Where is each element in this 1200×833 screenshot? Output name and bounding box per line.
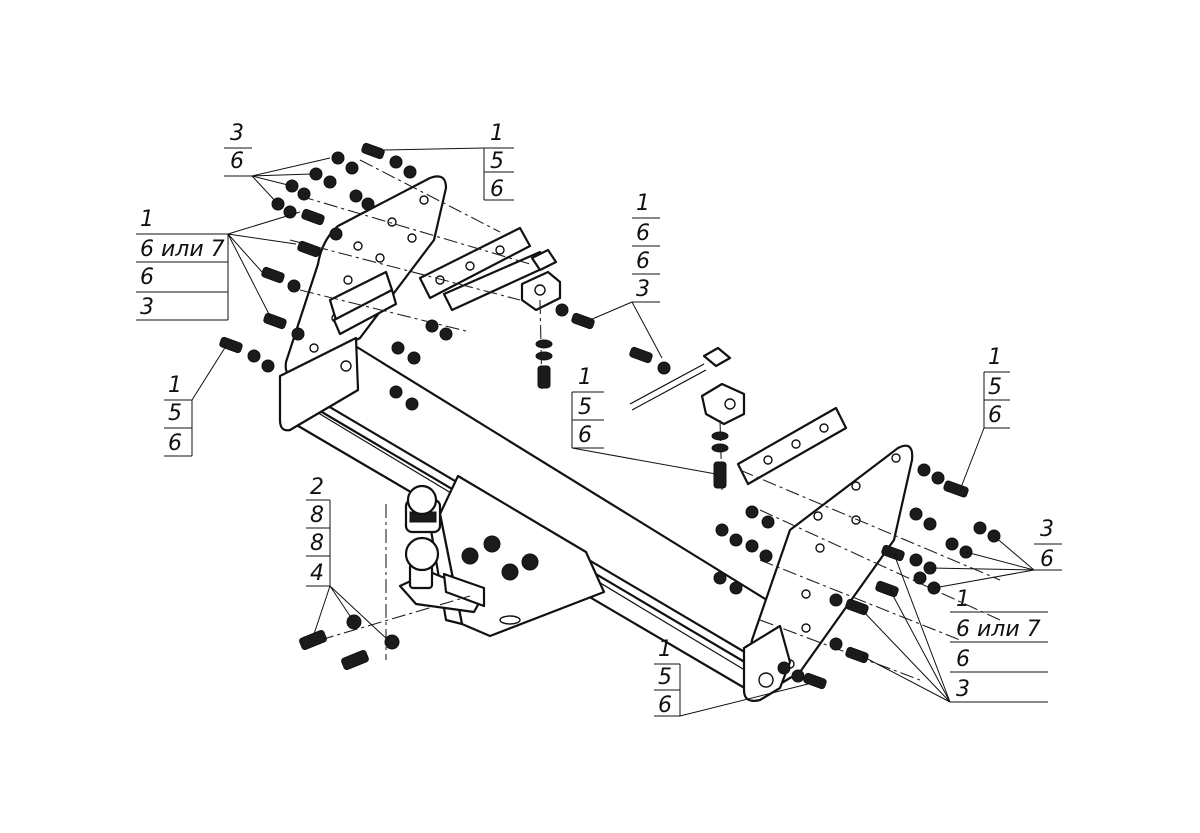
callout-left-line-1: 1 [140,207,154,232]
callout-ball-line-1: 2 [310,475,324,500]
right-clamp-holes [763,423,829,465]
callout-center-line-4: 3 [636,277,650,302]
center-right-bracket-tab [702,346,732,368]
callout-bottom-line-2: 5 [658,665,672,690]
callout-right-line-2: 5 [988,375,1002,400]
callout-ball-line-2: 8 [310,503,324,528]
callout-top-line-2: 5 [490,149,504,174]
callout-right-lower-line-2: 6 или 7 [956,617,1041,642]
leader-lines [136,147,1062,717]
callout-right-mid-line-1: 3 [1040,517,1054,542]
right-beam-end-plate [742,624,792,702]
callout-left-lower-line-3: 6 [168,431,182,456]
tow-ball [404,484,442,590]
callout-right-line-1: 1 [988,345,1002,370]
callout-center-lower-line-3: 6 [578,423,592,448]
callout-left-line-4: 3 [140,295,154,320]
hitch-plate-nuts [461,535,539,581]
callout-labels: 3 6 1 5 6 1 6 или 7 6 3 1 5 6 1 6 6 3 1 … [140,121,1054,718]
callout-right-mid-line-2: 6 [1040,547,1054,572]
assembly-axes [289,159,1001,681]
callout-ball-line-3: 8 [310,531,324,556]
callout-right-lower-line-1: 1 [956,587,970,612]
callout-left-lower-line-1: 1 [168,373,182,398]
callout-bottom-line-1: 1 [658,637,672,662]
center-left-bracket-tab [530,248,558,272]
callout-top-line-3: 6 [490,177,504,202]
callout-right-lower-line-4: 3 [956,677,970,702]
center-right-bracket [700,382,746,426]
ball-arm-plate [442,572,486,608]
callout-top-line-1: 1 [490,121,504,146]
callout-bottom-line-3: 6 [658,693,672,718]
callout-right-lower-line-3: 6 [956,647,970,672]
left-inner-bracket-flange [332,288,398,336]
callout-left-line-3: 6 [140,265,154,290]
fasteners-left-top [219,142,453,411]
wiring-harness [629,363,707,411]
callout-ball-line-4: 4 [310,561,324,586]
callout-top-left-line-2: 6 [230,149,244,174]
callout-left-line-2: 6 или 7 [140,237,225,262]
fasteners-ball-mount [299,614,400,671]
callout-center-line-1: 1 [636,191,650,216]
callout-center-lower-line-1: 1 [578,365,592,390]
callout-left-lower-line-2: 5 [168,401,182,426]
left-clamp-holes [435,245,505,285]
assembly-drawing [219,142,1001,702]
callout-center-line-3: 6 [636,249,650,274]
callout-center-line-2: 6 [636,221,650,246]
left-clamp-strip [418,226,532,300]
callout-top-left-line-1: 3 [230,121,244,146]
left-beam-end-plate [278,336,360,432]
callout-right-line-3: 6 [988,403,1002,428]
fasteners-center [535,303,729,489]
callout-center-lower-line-2: 5 [578,395,592,420]
